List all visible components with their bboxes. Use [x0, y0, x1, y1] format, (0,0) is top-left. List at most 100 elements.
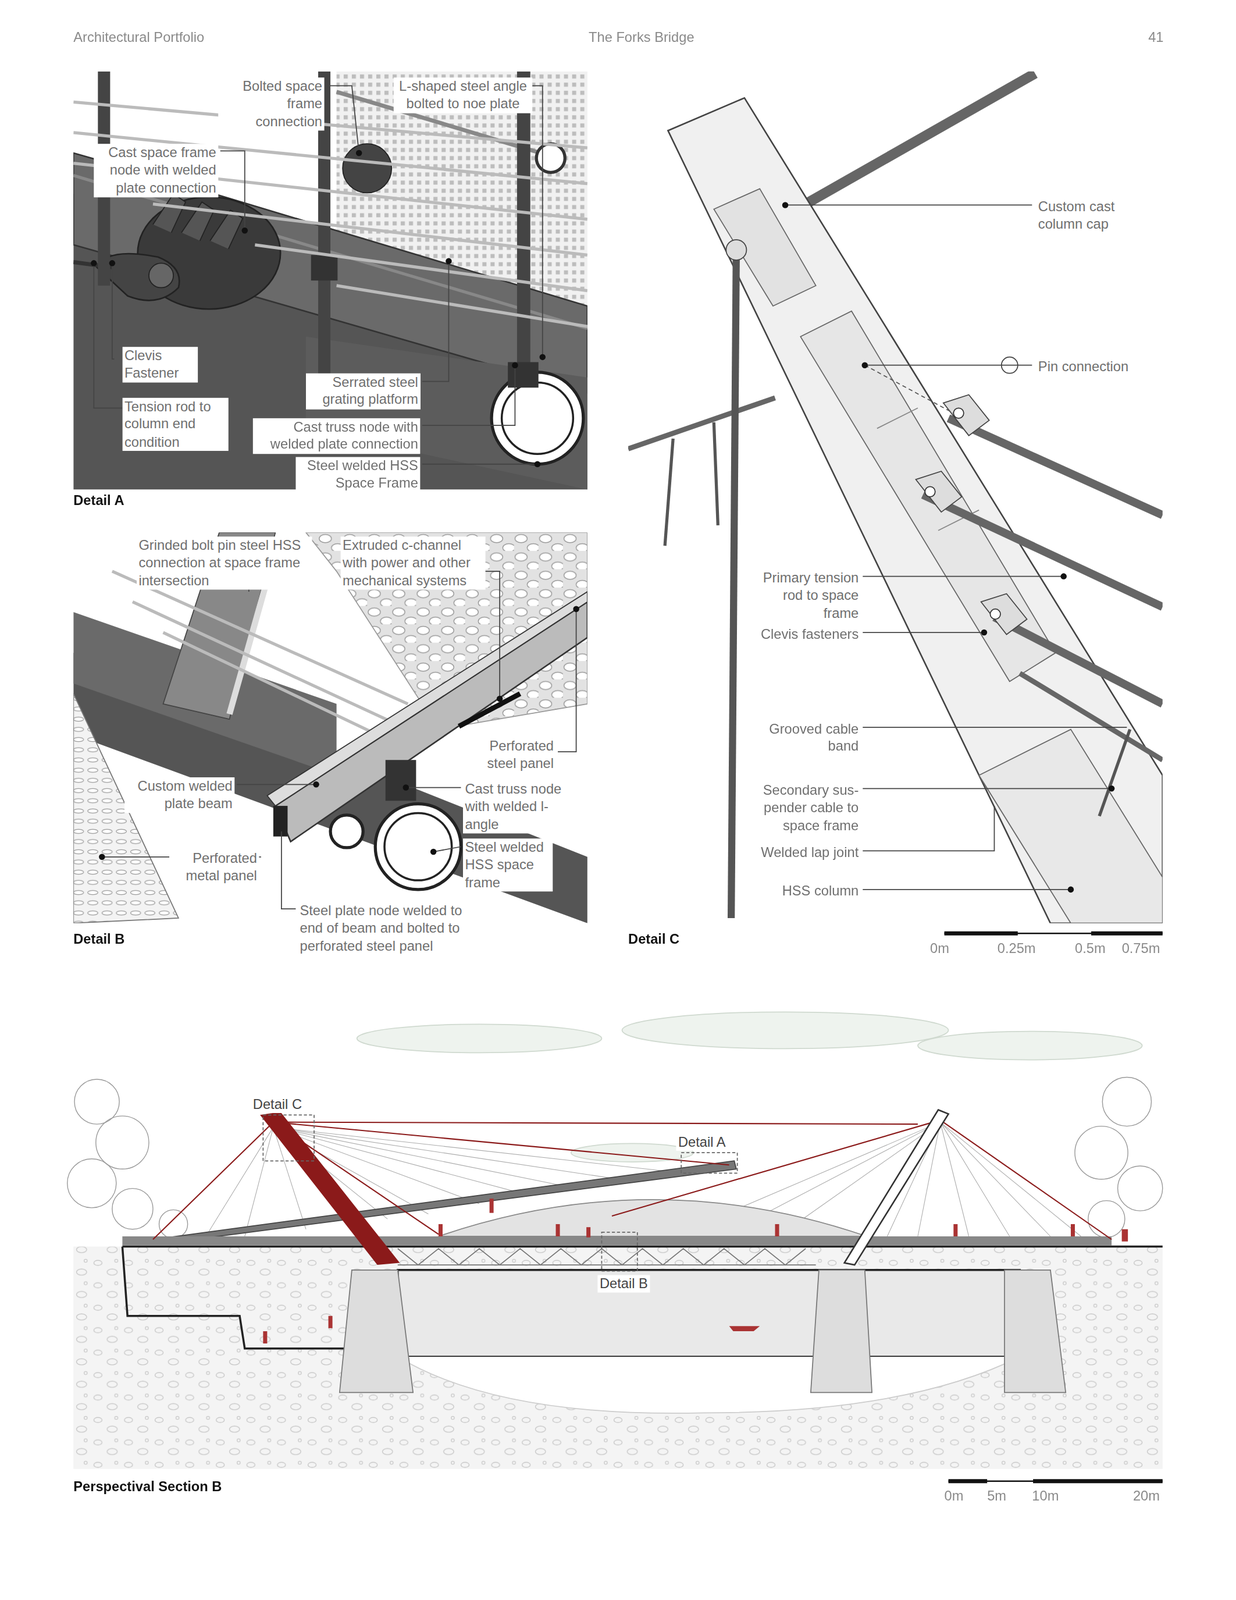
leader-dots-part [109, 259, 116, 267]
detail-b-drawing-part [273, 805, 288, 837]
page-label: 0.5m [1074, 939, 1106, 957]
page-label: 10m [1031, 1486, 1059, 1505]
section-drawing-part [122, 1246, 347, 1349]
detail-a-drawing-part [507, 361, 539, 388]
detail-c-drawing-part [924, 486, 936, 497]
detail-c-drawing-part [943, 394, 990, 436]
detail-c-drawing-part [994, 617, 1163, 704]
leader-lines-part [220, 150, 245, 231]
callout-label: HSS column [779, 882, 861, 900]
section-drawing-part-part [1088, 1200, 1125, 1238]
page-label: Detail A [675, 1133, 728, 1151]
leader-lines-part [422, 261, 450, 382]
leader-lines-part [862, 888, 1071, 890]
detail-a-drawing-part [311, 254, 338, 281]
section-drawing-part-part [328, 1315, 333, 1328]
callout-label: Pin connection [1035, 357, 1131, 376]
page-label: 0m [930, 939, 950, 957]
leader-dots-part [1108, 785, 1116, 792]
detail-b-drawing-part [163, 632, 388, 740]
section-drawing-part [122, 1236, 1112, 1246]
leader-lines-part [405, 786, 462, 789]
page-label: 0m [944, 1486, 964, 1505]
section-drawing-part-part [74, 1078, 120, 1124]
leader-lines-part [93, 262, 123, 408]
scale-bar-part [944, 931, 1018, 936]
leader-lines-part [862, 787, 1112, 789]
detail-a-drawing [73, 71, 588, 490]
page-label: 41 [1148, 28, 1164, 46]
section-drawing-part-part [586, 1226, 591, 1238]
callout-label: Bolted space frame connection [218, 77, 324, 131]
detail-b-drawing-part [385, 759, 417, 801]
section-drawing-part-part [273, 1121, 918, 1125]
detail-b-drawing-part [266, 591, 588, 806]
leader-dots-part [981, 629, 988, 636]
section-drawing-part-part [681, 1152, 737, 1173]
section-drawing-part [844, 1109, 949, 1266]
section-drawing-part-part [1117, 1165, 1163, 1211]
leader-dots-part [539, 353, 546, 361]
detail-c-drawing-part [877, 407, 918, 429]
section-drawing-part [622, 1011, 949, 1049]
detail-c-drawing-part [989, 608, 1001, 620]
scale-bar-part [1091, 931, 1163, 936]
section-drawing-part-part [601, 1231, 637, 1271]
detail-c-drawing-part [713, 422, 718, 526]
detail-c-drawing-part [667, 97, 1163, 923]
leader-dots-part [511, 361, 519, 369]
section-drawing-part-part [152, 1121, 274, 1240]
page-label: Detail C [250, 1095, 304, 1113]
callout-label: Cast truss node with welded l-angle [462, 779, 577, 833]
detail-b-drawing-part [73, 532, 588, 924]
detail-title: Detail A [73, 491, 124, 509]
detail-b-drawing-part [132, 601, 408, 729]
leader-dots-part [241, 227, 249, 234]
callout-label: Grooved cable band [756, 720, 861, 756]
section-drawing-part [438, 1199, 867, 1236]
callout-label: Clevis fasteners [758, 625, 861, 643]
callout-label: Grinded bolt pin steel HSS connection at… [136, 536, 313, 590]
page-label: 0.25m [997, 939, 1036, 957]
detail-title: Detail B [73, 930, 125, 948]
detail-c-drawing-part [805, 73, 1035, 204]
leader-lines-part [281, 831, 297, 909]
section-drawing-part [339, 1269, 413, 1392]
leader-lines-part [236, 783, 317, 785]
section-drawing-part-part [729, 1325, 761, 1331]
detail-c-drawing-part [864, 365, 954, 413]
callout-label: Cast space frame node with welded plate … [93, 143, 219, 197]
page-label: Detail B [597, 1274, 650, 1293]
leader-dots-part [1060, 572, 1067, 580]
section-drawing-part [810, 1269, 872, 1392]
page-label: 0.75m [1121, 939, 1161, 957]
detail-c-drawing-part [948, 418, 1163, 516]
leader-lines-part [862, 631, 985, 633]
detail-b-drawing-part [112, 571, 408, 704]
detail-b-drawing-part [458, 693, 520, 726]
leader-dots-part [496, 695, 504, 703]
detail-a-drawing-part [536, 143, 565, 173]
leader-dots-part [312, 781, 320, 788]
detail-c-drawing-part [713, 188, 816, 306]
section-drawing-part-part [556, 1223, 561, 1236]
section-drawing-part-part [273, 1126, 684, 1173]
callout-label: Clevis Fastener [122, 346, 198, 383]
leader-lines-part [785, 204, 1032, 206]
detail-c-drawing-part [731, 250, 737, 918]
detail-title: Perspectival Section B [73, 1477, 222, 1496]
callout-label: Custom cast column cap [1035, 197, 1153, 234]
section-drawing-part [262, 1114, 737, 1271]
scale-bar-part [1033, 1478, 1163, 1483]
leader-lines-part [112, 262, 115, 359]
callout-label: Steel plate node welded to end of beam a… [297, 901, 486, 955]
leader-dots-part [355, 150, 363, 157]
section-drawing-part-part [438, 1223, 443, 1236]
section-drawing-part-part [1121, 1229, 1129, 1242]
leader-dots-part [98, 853, 106, 861]
section-drawing-part-part [940, 1121, 970, 1236]
section-drawing-part-part [67, 1158, 117, 1208]
page-label: The Forks Bridge [588, 28, 695, 46]
section-drawing-part [397, 1269, 1021, 1357]
detail-b-drawing-part [384, 812, 452, 881]
